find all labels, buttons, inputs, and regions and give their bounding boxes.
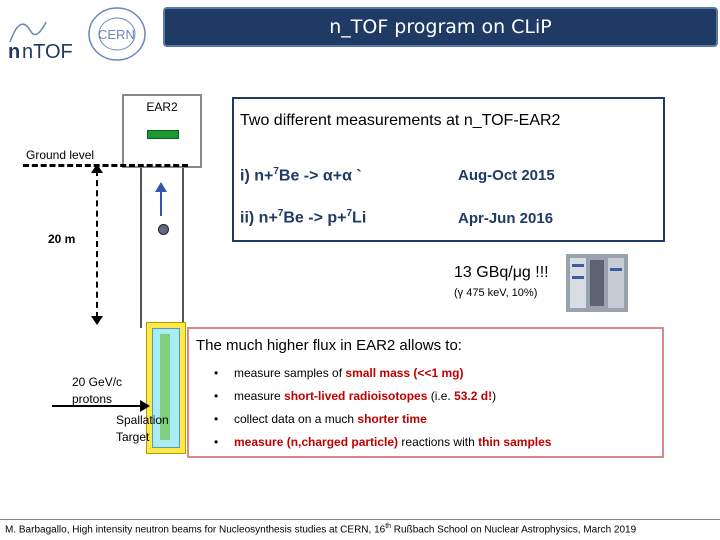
measurement-reaction-1: i) n+7Be -> α+α ` <box>240 166 362 185</box>
neutron-beam-arrow-head <box>155 182 167 192</box>
advantages-title: The much higher flux in EAR2 allows to: <box>196 337 462 354</box>
measurements-title: Two different measurements at n_TOF-EAR2 <box>240 112 561 129</box>
svg-text:n: n <box>8 41 20 62</box>
page-title: n_TOF program on CLiP <box>163 7 718 47</box>
flight-path-wall-left <box>140 168 142 328</box>
spallation-target-core <box>160 334 170 440</box>
footer-divider <box>0 519 720 520</box>
cern-logo-text: CERN <box>98 27 135 42</box>
sample-icon <box>158 224 169 235</box>
measurements-box <box>232 97 665 242</box>
distance-arrow-bottom <box>91 316 103 325</box>
footer-citation: M. Barbagallo, High intensity neutron be… <box>5 523 637 536</box>
spallation-label: Spallation Target <box>116 412 169 446</box>
proton-beam-arrow-head <box>140 400 150 412</box>
activity-value: 13 GBq/μg !!! <box>454 264 549 281</box>
spallation-label-line1: Spallation <box>116 413 169 427</box>
ntof-logo: n nTOF <box>8 21 73 62</box>
list-item: •collect data on a much shorter time <box>214 412 427 426</box>
spallation-label-line2: Target <box>116 430 150 444</box>
list-item: •measure samples of small mass (<<1 mg) <box>214 366 464 380</box>
ground-level-label: Ground level <box>26 148 95 162</box>
measurement-date-2: Apr-Jun 2016 <box>458 210 554 227</box>
distance-label: 20 m <box>48 232 76 246</box>
page-title-text: n_TOF program on CLiP <box>329 16 552 38</box>
distance-arrow-top <box>91 164 103 173</box>
proton-beam-arrow <box>52 405 144 407</box>
detector-photo <box>566 254 628 312</box>
advantages-box <box>187 327 664 458</box>
ear2-detector <box>147 130 179 139</box>
ground-level-line <box>23 164 188 167</box>
list-item: •measure (n,charged particle) reactions … <box>214 435 552 449</box>
ear2-label: EAR2 <box>146 100 178 114</box>
distance-line <box>96 170 98 318</box>
advantages-list: •measure samples of small mass (<<1 mg) … <box>214 362 551 454</box>
neutron-beam-arrow <box>160 188 162 216</box>
measurement-date-1: Aug-Oct 2015 <box>458 167 555 184</box>
ntof-logo-text: nTOF <box>22 41 73 62</box>
activity-note: (γ 475 keV, 10%) <box>454 287 538 299</box>
list-item: •measure short-lived radioisotopes (i.e.… <box>214 389 497 403</box>
proton-beam-label: 20 GeV/c protons <box>72 374 122 408</box>
flight-path-wall-right <box>182 168 184 328</box>
proton-label-line1: 20 GeV/c <box>72 375 123 389</box>
cern-logo: CERN <box>88 7 146 61</box>
measurement-reaction-2: ii) n+7Be -> p+7Li <box>240 208 367 227</box>
proton-label-line2: protons <box>72 392 113 406</box>
